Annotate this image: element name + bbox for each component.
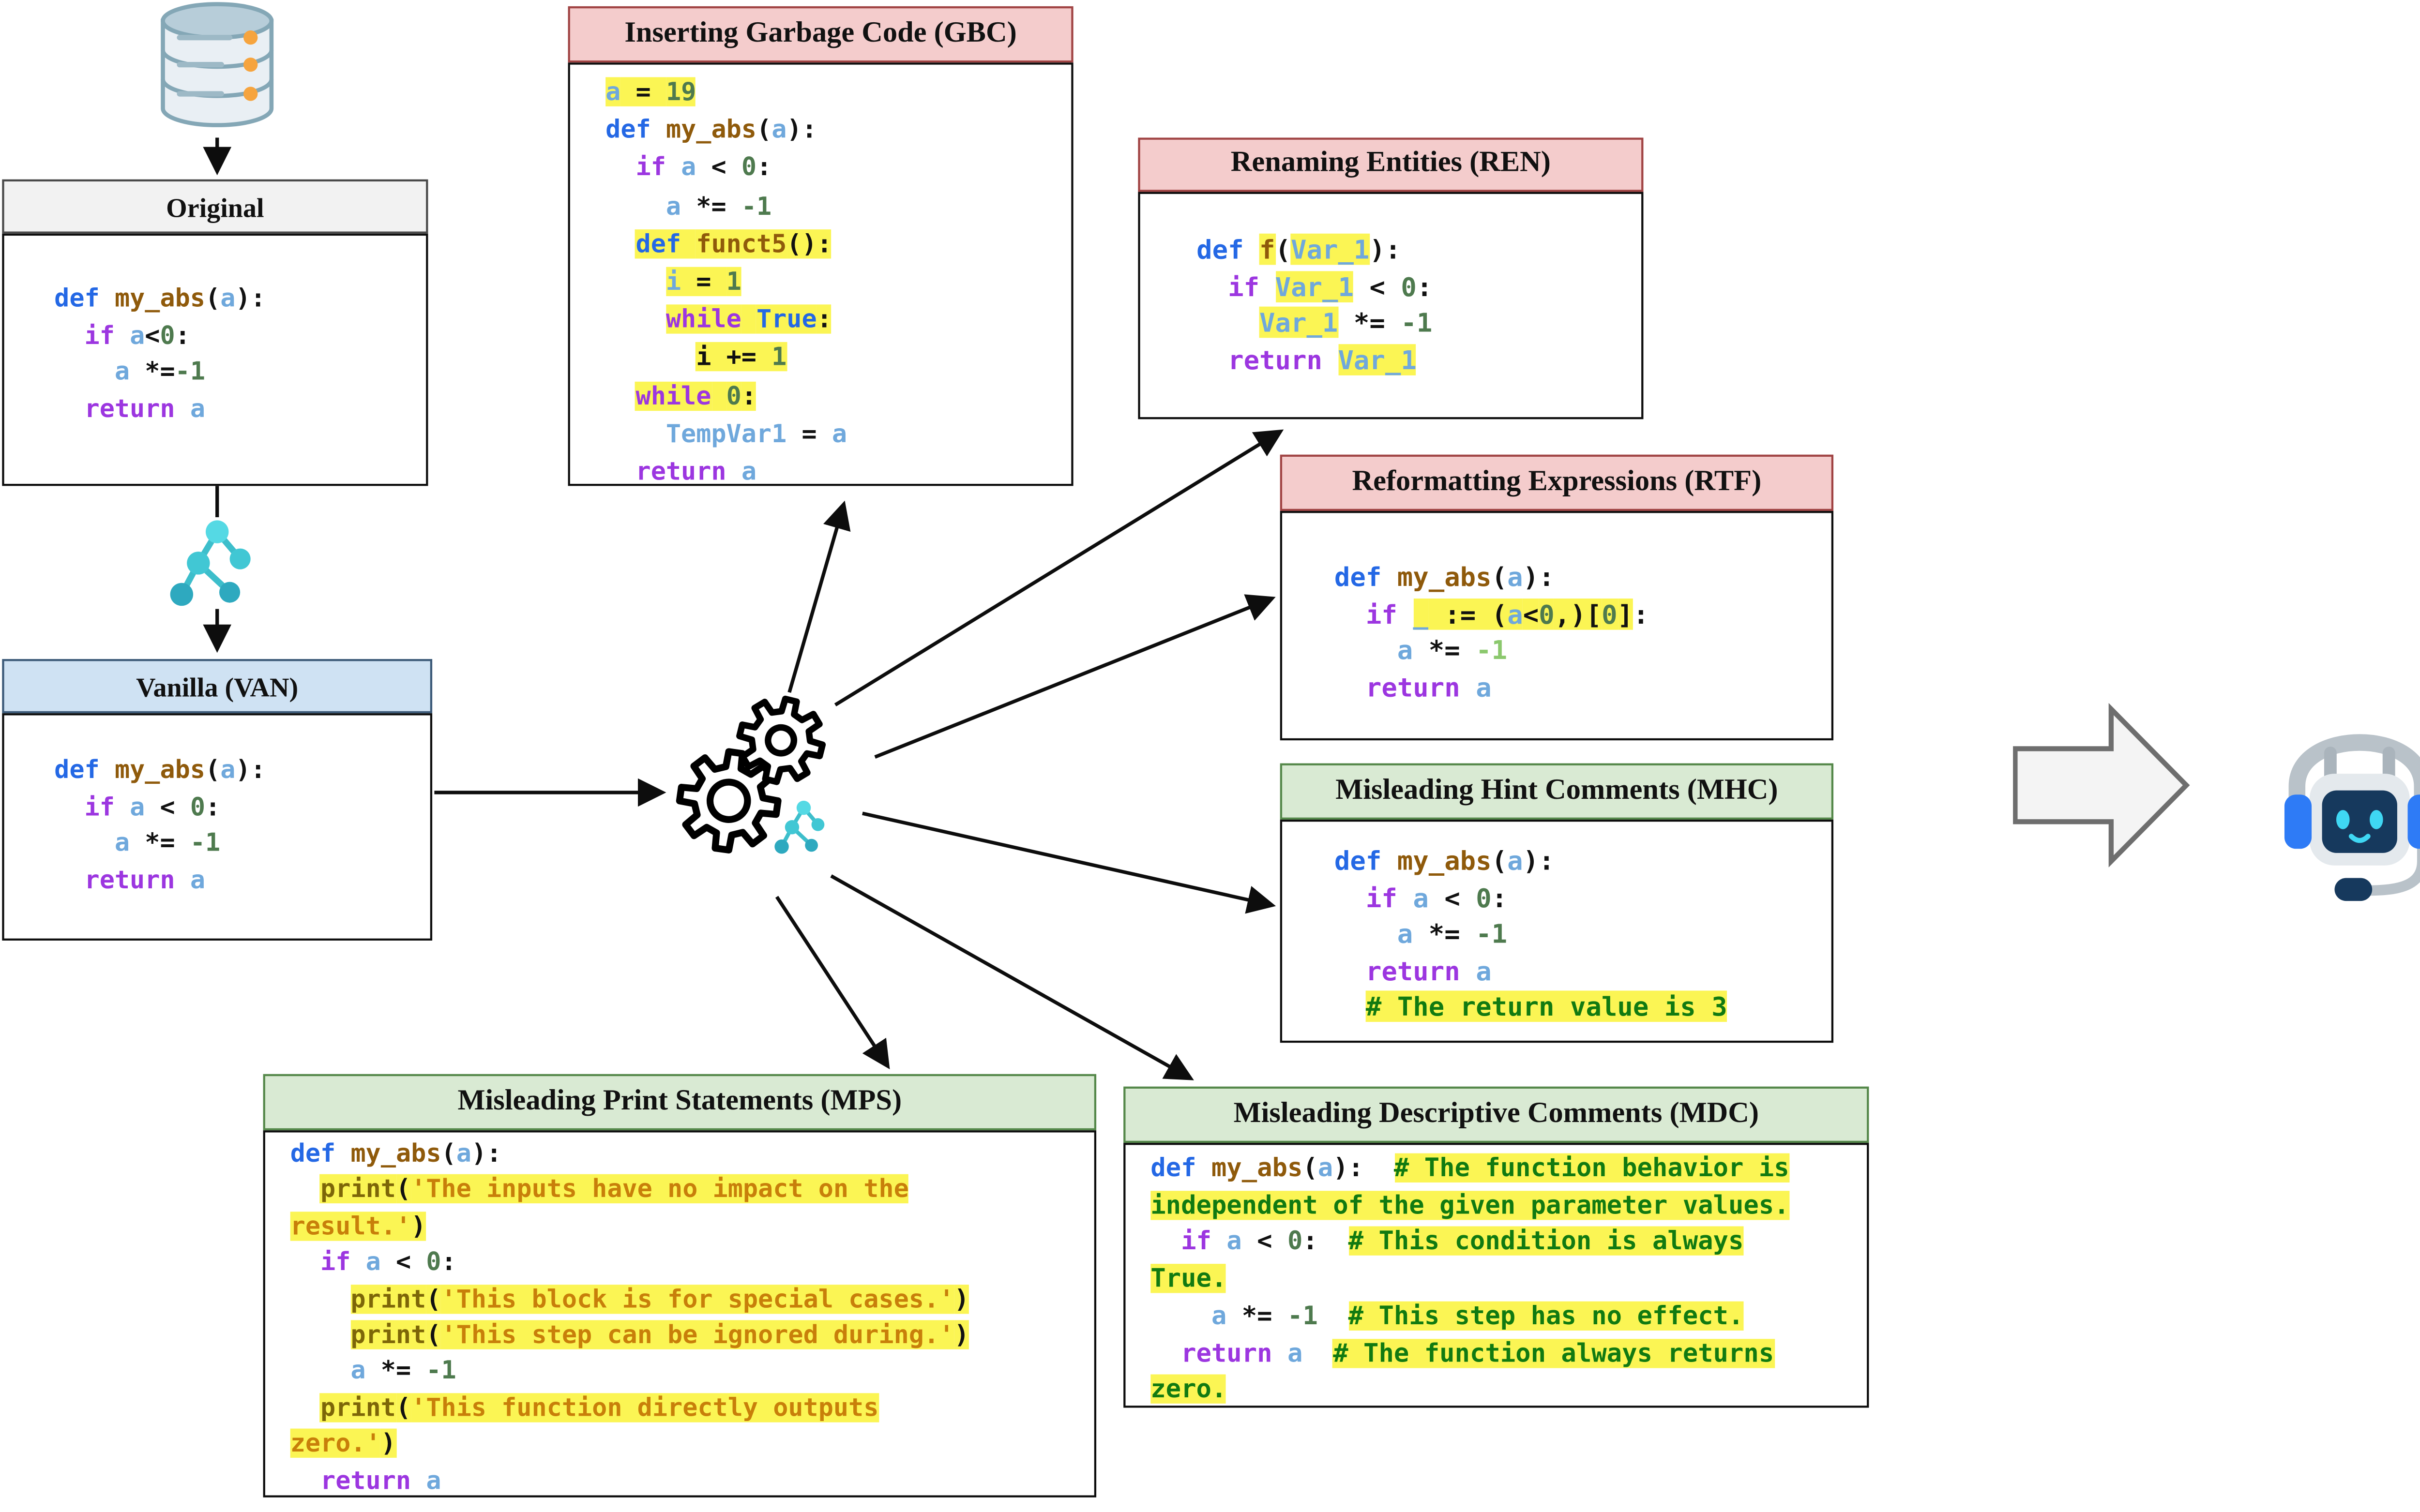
block-arrow-icon	[2013, 703, 2190, 868]
mdc-code: def my_abs(a): # The function behavior i…	[1123, 1143, 1869, 1408]
robot-headband	[2288, 734, 2420, 841]
ren-box: Renaming Entities (REN) def f(Var_1): if…	[1138, 137, 1644, 419]
mps-box: Misleading Print Statements (MPS) def my…	[263, 1074, 1097, 1497]
original-box: Original def my_abs(a): if a<0: a *=-1 r…	[2, 179, 428, 486]
gears-icon	[647, 678, 919, 897]
gbc-title: Inserting Garbage Code (GBC)	[568, 6, 1074, 63]
rtf-code: def my_abs(a): if _ := (a<0,)[0]: a *= -…	[1280, 511, 1834, 741]
arrow-gears-to-ren	[834, 429, 1284, 707]
ren-code: def f(Var_1): if Var_1 < 0: Var_1 *= -1 …	[1138, 192, 1644, 419]
mini-ast-tree-icon	[774, 801, 824, 854]
original-title: Original	[2, 179, 428, 234]
mhc-box: Misleading Hint Comments (MHC) def my_ab…	[1280, 763, 1834, 1043]
vanilla-code: def my_abs(a): if a < 0: a *= -1 return …	[2, 713, 433, 941]
robot-mic	[2334, 878, 2373, 901]
robot-eyes	[2336, 810, 2383, 829]
arrow-gears-to-mps	[775, 896, 890, 1069]
big-gear-icon	[674, 746, 784, 855]
robot-earmuff-left	[2284, 794, 2312, 849]
mps-title: Misleading Print Statements (MPS)	[263, 1074, 1097, 1131]
arrow-gears-to-mhc	[862, 811, 1276, 914]
mhc-code: def my_abs(a): if a < 0: a *= -1 return …	[1280, 819, 1834, 1043]
robot-antennae	[2324, 747, 2395, 784]
arrow-gears-to-rtf	[874, 594, 1276, 759]
robot-earmuff-right	[2407, 794, 2420, 849]
database-icon	[161, 2, 274, 127]
mdc-title: Misleading Descriptive Comments (MDC)	[1123, 1086, 1869, 1143]
mhc-title: Misleading Hint Comments (MHC)	[1280, 763, 1834, 820]
arrow-gears-to-gbc	[787, 500, 851, 693]
robot-icon	[2284, 734, 2420, 901]
ren-title: Renaming Entities (REN)	[1138, 137, 1644, 192]
robot-mic-arm	[2368, 832, 2420, 896]
mps-code: def my_abs(a): print('The inputs have no…	[263, 1130, 1097, 1497]
robot-smile	[2348, 834, 2371, 843]
mdc-box: Misleading Descriptive Comments (MDC) de…	[1123, 1086, 1869, 1408]
rtf-box: Reformatting Expressions (RTF) def my_ab…	[1280, 454, 1834, 741]
original-code: def my_abs(a): if a<0: a *=-1 return a	[2, 233, 428, 486]
vanilla-title: Vanilla (VAN)	[2, 659, 433, 714]
small-gear-icon	[731, 690, 831, 791]
rtf-title: Reformatting Expressions (RTF)	[1280, 454, 1834, 511]
ast-tree-icon	[170, 520, 251, 606]
arrow-gears-to-mdc	[830, 874, 1194, 1080]
robot-screen	[2322, 790, 2397, 853]
vanilla-box: Vanilla (VAN) def my_abs(a): if a < 0: a…	[2, 659, 433, 941]
